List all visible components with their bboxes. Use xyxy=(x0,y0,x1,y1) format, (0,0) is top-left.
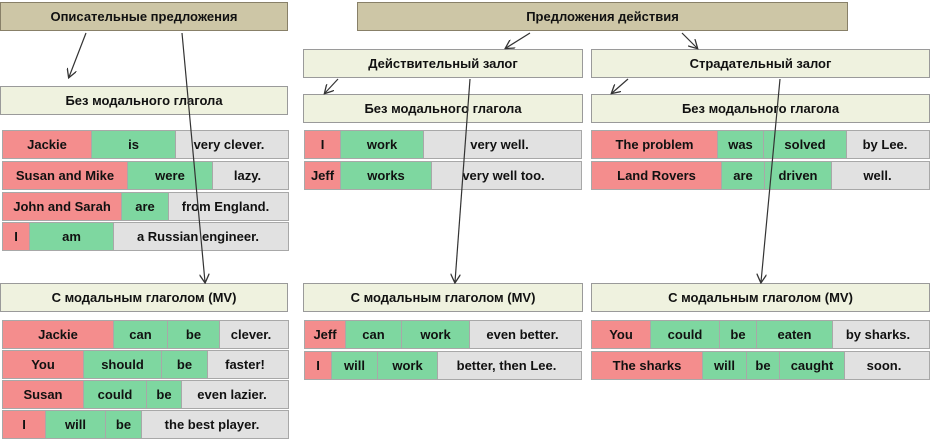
table-row: Susan and Mike were lazy. xyxy=(2,161,289,190)
arrow-action-to-active xyxy=(506,32,531,48)
section-active-no-modal: Без модального глагола xyxy=(303,94,583,123)
rest-cell: even lazier. xyxy=(182,380,289,409)
section-passive-no-modal: Без модального глагола xyxy=(591,94,930,123)
modal-verb-cell: will xyxy=(332,351,378,380)
verb-cell: work xyxy=(402,320,470,349)
header-active-voice: Действительный залог xyxy=(303,49,583,78)
subject-cell: Susan xyxy=(2,380,84,409)
header-descriptive-sentences: Описательные предложения xyxy=(0,2,288,31)
table-row: Jeff can work even better. xyxy=(304,320,582,349)
rest-cell: even better. xyxy=(470,320,582,349)
verb-cell: be xyxy=(106,410,142,439)
rest-cell: lazy. xyxy=(213,161,289,190)
rest-cell: faster! xyxy=(208,350,289,379)
verb-cell: is xyxy=(92,130,176,159)
table-row: I will work better, then Lee. xyxy=(304,351,582,380)
subject-cell: The sharks xyxy=(591,351,703,380)
verb-cell: am xyxy=(30,222,114,251)
auxiliary-verb-cell: was xyxy=(718,130,764,159)
modal-verb-cell: will xyxy=(703,351,747,380)
verb-cell: work xyxy=(341,130,424,159)
subject-cell: The problem xyxy=(591,130,718,159)
section-descriptive-modal: С модальным глаголом (MV) xyxy=(0,283,288,312)
modal-verb-cell: can xyxy=(346,320,402,349)
participle-cell: solved xyxy=(764,130,847,159)
subject-cell: I xyxy=(304,130,341,159)
auxiliary-verb-cell: be xyxy=(747,351,780,380)
modal-verb-cell: could xyxy=(651,320,720,349)
section-active-modal: С модальным глаголом (MV) xyxy=(303,283,583,312)
verb-cell: were xyxy=(128,161,213,190)
subject-cell: John and Sarah xyxy=(2,192,122,221)
auxiliary-verb-cell: be xyxy=(720,320,757,349)
table-row: You should be faster! xyxy=(2,350,289,379)
modal-verb-cell: could xyxy=(84,380,147,409)
subject-cell: Jeff xyxy=(304,161,341,190)
participle-cell: caught xyxy=(780,351,845,380)
section-passive-modal: С модальным глаголом (MV) xyxy=(591,283,930,312)
modal-verb-cell: can xyxy=(114,320,168,349)
subject-cell: I xyxy=(304,351,332,380)
rest-cell: soon. xyxy=(845,351,930,380)
verb-cell: be xyxy=(168,320,220,349)
arrow-passive-to-no-modal xyxy=(612,78,629,93)
table-row: I work very well. xyxy=(304,130,582,159)
table-row: I will be the best player. xyxy=(2,410,289,439)
rest-cell: very clever. xyxy=(176,130,289,159)
arrow-action-to-passive xyxy=(681,32,697,48)
header-passive-voice: Страдательный залог xyxy=(591,49,930,78)
table-row: Jackie can be clever. xyxy=(2,320,289,349)
table-row: I am a Russian engineer. xyxy=(2,222,289,251)
subject-cell: Jackie xyxy=(2,320,114,349)
subject-cell: Land Rovers xyxy=(591,161,722,190)
arrow-active-to-no-modal xyxy=(325,78,339,93)
subject-cell: I xyxy=(2,410,46,439)
table-row: Jackie is very clever. xyxy=(2,130,289,159)
subject-cell: You xyxy=(591,320,651,349)
section-descriptive-no-modal: Без модального глагола xyxy=(0,86,288,115)
subject-cell: You xyxy=(2,350,84,379)
rest-cell: very well. xyxy=(424,130,582,159)
rest-cell: better, then Lee. xyxy=(438,351,582,380)
verb-cell: works xyxy=(341,161,432,190)
rest-cell: the best player. xyxy=(142,410,289,439)
modal-verb-cell: should xyxy=(84,350,162,379)
rest-cell: well. xyxy=(832,161,930,190)
table-row: Jeff works very well too. xyxy=(304,161,582,190)
table-row: The sharks will be caught soon. xyxy=(591,351,930,380)
verb-cell: be xyxy=(162,350,208,379)
verb-cell: be xyxy=(147,380,182,409)
auxiliary-verb-cell: are xyxy=(722,161,765,190)
modal-verb-cell: will xyxy=(46,410,106,439)
participle-cell: driven xyxy=(765,161,832,190)
rest-cell: a Russian engineer. xyxy=(114,222,289,251)
table-row: You could be eaten by sharks. xyxy=(591,320,930,349)
header-action-sentences: Предложения действия xyxy=(357,2,848,31)
subject-cell: Jeff xyxy=(304,320,346,349)
subject-cell: Jackie xyxy=(2,130,92,159)
arrow-descriptive-to-no-modal xyxy=(69,32,87,77)
table-row: Land Rovers are driven well. xyxy=(591,161,930,190)
table-row: John and Sarah are from England. xyxy=(2,192,289,221)
table-row: The problem was solved by Lee. xyxy=(591,130,930,159)
rest-cell: very well too. xyxy=(432,161,582,190)
verb-cell: are xyxy=(122,192,169,221)
table-row: Susan could be even lazier. xyxy=(2,380,289,409)
rest-cell: from England. xyxy=(169,192,289,221)
verb-cell: work xyxy=(378,351,438,380)
participle-cell: eaten xyxy=(757,320,833,349)
rest-cell: by Lee. xyxy=(847,130,930,159)
rest-cell: by sharks. xyxy=(833,320,930,349)
subject-cell: I xyxy=(2,222,30,251)
rest-cell: clever. xyxy=(220,320,289,349)
subject-cell: Susan and Mike xyxy=(2,161,128,190)
